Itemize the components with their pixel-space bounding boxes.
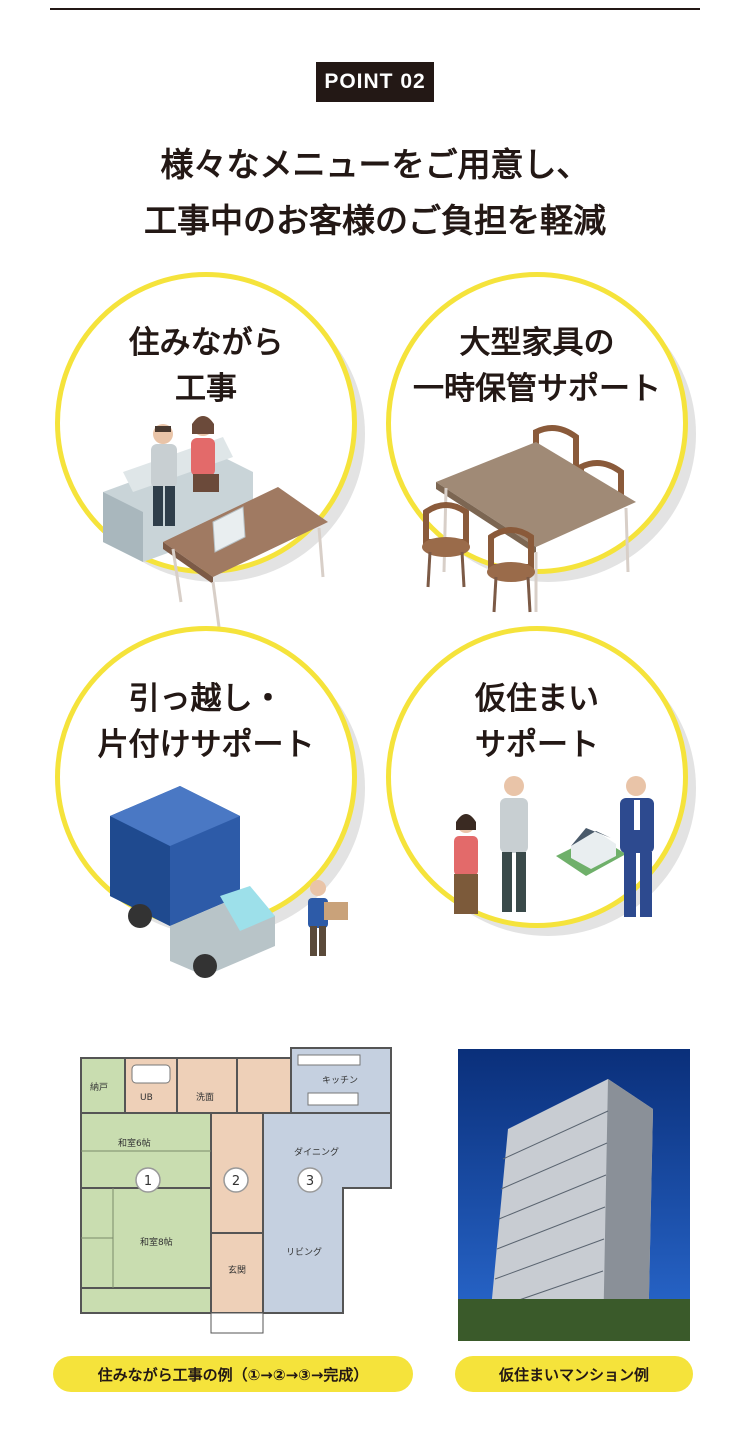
dining-table-chairs-illustration bbox=[422, 425, 636, 613]
service-title-line1: 仮住まい bbox=[475, 681, 599, 717]
caption-floorplan-example: 住みながら工事の例（①→②→③→完成） bbox=[53, 1356, 413, 1392]
service-title-line2: サポート bbox=[475, 727, 599, 763]
service-title-line1: 大型家具の bbox=[459, 325, 615, 361]
label-kitchen: キッチン bbox=[322, 1075, 358, 1086]
service-card-live-in-renovation: 住みながら 工事 bbox=[55, 272, 365, 628]
service-title-line1: 住みながら bbox=[128, 325, 284, 361]
top-divider bbox=[50, 8, 700, 10]
service-title-line2: 片付けサポート bbox=[97, 727, 315, 763]
service-title-line1: 引っ越し・ bbox=[128, 681, 284, 717]
label-japanese-room-1: 和室6帖 bbox=[118, 1137, 151, 1149]
toilet-room bbox=[236, 1057, 292, 1114]
step-marker-2 bbox=[223, 1167, 249, 1193]
point-badge: POINT 02 bbox=[316, 62, 434, 102]
headline-line-2: 工事中のお客様のご負担を軽減 bbox=[144, 201, 606, 240]
caption-mansion-example: 仮住まいマンション例 bbox=[455, 1356, 693, 1392]
mansion-photo bbox=[458, 1049, 690, 1341]
step-marker-1 bbox=[135, 1167, 161, 1193]
moving-truck-illustration bbox=[110, 786, 348, 978]
label-dining: ダイニング bbox=[294, 1146, 339, 1158]
service-card-temporary-housing: 仮住まい サポート bbox=[386, 626, 696, 936]
label-living: リビング bbox=[286, 1246, 322, 1258]
housing-consultation-illustration bbox=[454, 776, 654, 917]
service-card-furniture-storage: 大型家具の 一時保管サポート bbox=[386, 272, 696, 613]
headline-line-1: 様々なメニューをご用意し、 bbox=[160, 145, 590, 184]
service-title-line2: 工事 bbox=[175, 371, 237, 407]
label-japanese-room-2: 和室8帖 bbox=[140, 1236, 173, 1248]
service-title-line2: 一時保管サポート bbox=[413, 371, 661, 407]
label-ub: UB bbox=[140, 1093, 153, 1103]
living-dining-room bbox=[262, 1112, 392, 1314]
label-entrance: 玄関 bbox=[228, 1264, 246, 1276]
label-storage: 納戸 bbox=[90, 1081, 108, 1093]
step-number-3: 3 bbox=[306, 1174, 314, 1189]
floorplan-diagram: 納戸 UB 洗面 キッチン ダイニング 和室6帖 和室8帖 リビング 玄関 1 … bbox=[80, 1047, 392, 1334]
step-marker-3 bbox=[297, 1167, 323, 1193]
step-number-2: 2 bbox=[232, 1174, 240, 1189]
step-number-1: 1 bbox=[144, 1174, 152, 1189]
service-card-moving-support: 引っ越し・ 片付けサポート bbox=[55, 626, 365, 978]
couple-on-sofa-illustration bbox=[103, 416, 328, 628]
washroom bbox=[176, 1057, 238, 1114]
label-washroom: 洗面 bbox=[196, 1091, 214, 1103]
